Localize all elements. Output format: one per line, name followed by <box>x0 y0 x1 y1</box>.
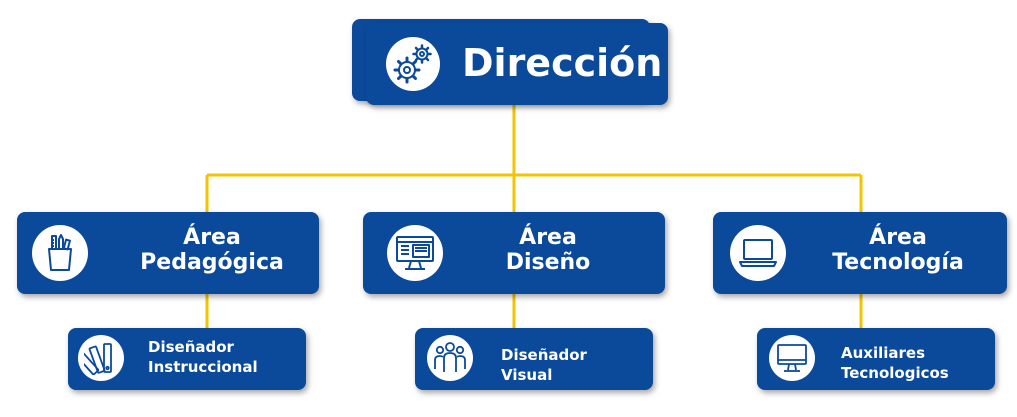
child-2-label-line-2: Visual <box>501 365 553 384</box>
monitor-layout-icon <box>396 236 434 270</box>
people-group-icon <box>434 342 466 372</box>
area-3-icon-circle <box>730 225 786 281</box>
child-1-label-line-2: Instruccional <box>148 357 258 376</box>
area-node-tecnologia: Área Tecnología <box>713 212 1007 294</box>
child-3-label-line-1: Auxiliares <box>841 344 926 362</box>
root-node: Dirección <box>366 23 668 105</box>
color-swatch-icon <box>84 343 112 375</box>
area-2-label-line-2: Diseño <box>505 249 591 275</box>
area-node-pedagogica: Área Pedagógica <box>17 212 319 294</box>
area-3-label-line-1: Área <box>869 225 927 250</box>
child-2-icon-circle <box>427 335 473 381</box>
root-label: Dirección <box>462 41 663 85</box>
area-3-label: Área Tecnología <box>813 225 983 275</box>
area-2-label-line-1: Área <box>519 225 577 250</box>
child-3-label: Auxiliares Tecnologicos <box>841 344 991 383</box>
root-icon-circle <box>386 37 440 91</box>
desktop-monitor-icon <box>777 344 807 372</box>
child-3-label-line-2: Tecnologicos <box>841 363 949 382</box>
child-1-label-line-1: Diseñador <box>148 338 234 356</box>
area-node-diseno: Área Diseño <box>363 212 665 294</box>
child-2-label: Diseñador Visual <box>501 346 641 385</box>
area-2-label: Área Diseño <box>473 225 623 275</box>
area-2-icon-circle <box>387 225 443 281</box>
child-2-label-line-1: Diseñador <box>501 346 587 364</box>
area-1-label-line-1: Área <box>183 225 241 250</box>
area-1-icon-circle <box>32 225 88 281</box>
child-1-icon-circle <box>78 335 124 381</box>
area-3-label-line-2: Tecnología <box>832 249 964 275</box>
child-3-icon-circle <box>769 335 815 381</box>
child-node-auxiliares-tecnologicos: Auxiliares Tecnologicos <box>757 328 995 390</box>
child-1-label: Diseñador Instruccional <box>148 338 298 377</box>
child-node-disenador-instruccional: Diseñador Instruccional <box>68 328 306 390</box>
area-1-label: Área Pedagógica <box>127 225 297 275</box>
child-node-disenador-visual: Diseñador Visual <box>415 328 653 390</box>
gears-icon <box>393 44 432 84</box>
area-1-label-line-2: Pedagógica <box>140 249 284 275</box>
pencil-cup-icon <box>48 234 72 271</box>
laptop-icon <box>739 239 777 267</box>
